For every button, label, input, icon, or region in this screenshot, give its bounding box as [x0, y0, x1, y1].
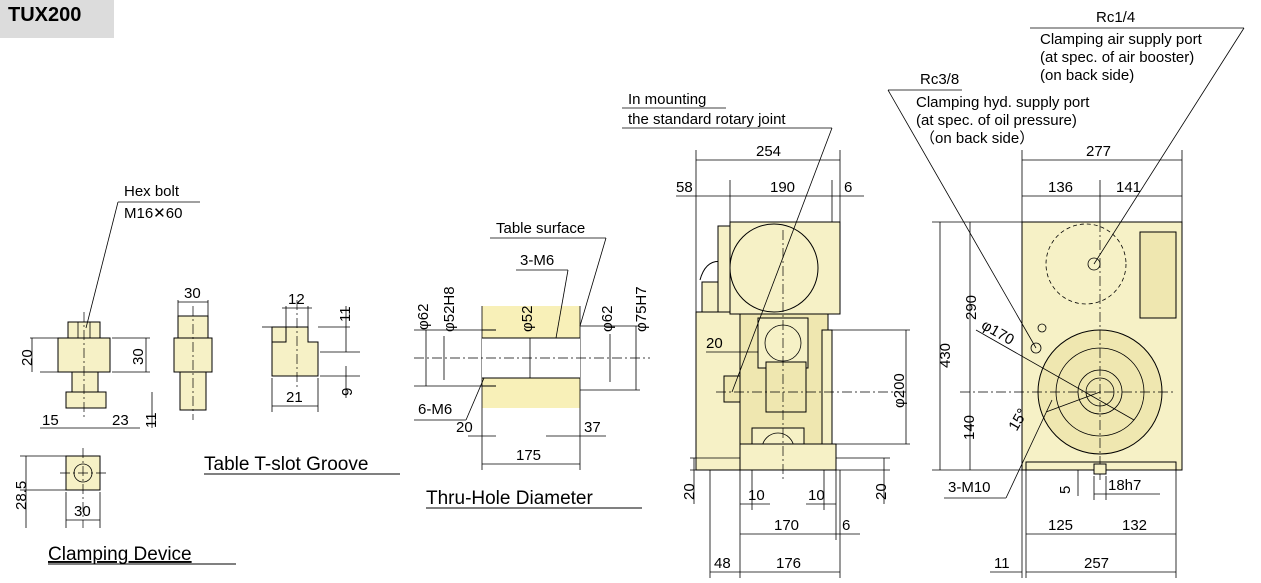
m10-label: 3-M10: [948, 479, 991, 496]
side-dim-20-bottom-left: 20: [681, 483, 698, 500]
front-dim-136: 136: [1048, 179, 1073, 196]
front-dim-257: 257: [1084, 555, 1109, 572]
rc14-label: Rc1/4: [1096, 9, 1135, 26]
hyd-label-3: （on back side）: [920, 130, 1034, 147]
clamp-dim-11: 11: [143, 412, 160, 428]
tslot-dim-9: 9: [339, 388, 356, 396]
side-dim-10-left: 10: [748, 487, 765, 504]
hex-bolt-label: Hex bolt: [124, 183, 180, 200]
side-view: 254 58 190 6 In mounting the standard ro…: [622, 91, 910, 578]
thru-hole-view: φ62 φ52H8 φ52 φ62 φ75H7 Table surface 3-…: [414, 220, 650, 509]
table-surface-label: Table surface: [496, 220, 585, 237]
clamping-device-view: 20 30 15 23 11 Hex bolt M16✕60 30 28.5: [13, 183, 236, 565]
front-dim-140: 140: [961, 415, 978, 440]
thru-dim-phi62-right: φ62: [599, 306, 616, 332]
m6-3-label: 3-M6: [520, 252, 554, 269]
clamp-dim-30-top: 30: [74, 503, 91, 520]
side-dim-176: 176: [776, 555, 801, 572]
air-label-3: (on back side): [1040, 67, 1134, 84]
front-view: 277 136 141 430 290 140 φ170 15° Rc3/8 C…: [887, 9, 1245, 578]
thru-dim-phi52h8: φ52H8: [441, 286, 458, 332]
front-dim-18h7: 18h7: [1108, 477, 1141, 494]
side-dim-48: 48: [714, 555, 731, 572]
front-dim-125: 125: [1048, 517, 1073, 534]
tslot-dim-21: 21: [286, 389, 303, 406]
thru-dim-phi52: φ52: [519, 306, 536, 332]
thru-hole-caption: Thru-Hole Diameter: [426, 488, 593, 509]
front-dim-132: 132: [1122, 517, 1147, 534]
mount-label-1: In mounting: [628, 91, 706, 108]
side-dim-20-left: 20: [706, 335, 723, 352]
front-dim-290: 290: [963, 295, 980, 320]
rc38-label: Rc3/8: [920, 71, 959, 88]
model-tab: TUX200: [0, 0, 114, 38]
front-dim-277: 277: [1086, 143, 1111, 160]
side-dim-58: 58: [676, 179, 693, 196]
thru-dim-175: 175: [516, 447, 541, 464]
air-label-1: Clamping air supply port: [1040, 31, 1203, 48]
side-dim-170: 170: [774, 517, 799, 534]
thru-dim-phi62-left: φ62: [415, 304, 432, 330]
front-dim-11: 11: [994, 555, 1010, 572]
air-label-2: (at spec. of air booster): [1040, 49, 1194, 66]
clamp-dim-15: 15: [42, 412, 59, 429]
side-dim-6-bottom: 6: [842, 517, 850, 534]
thru-dim-20: 20: [456, 419, 473, 436]
tslot-dim-11: 11: [337, 306, 354, 322]
side-dim-190: 190: [770, 179, 795, 196]
clamp-dim-30: 30: [130, 348, 147, 365]
clamp-dim-20: 20: [19, 349, 36, 366]
tslot-dim-12: 12: [288, 291, 305, 308]
hyd-label-2: (at spec. of oil pressure): [916, 112, 1077, 129]
m6-6-label: 6-M6: [418, 401, 452, 418]
clamp-dim-23: 23: [112, 412, 129, 429]
hyd-label-1: Clamping hyd. supply port: [916, 94, 1090, 111]
clamping-device-caption: Clamping Device: [48, 544, 192, 565]
side-dim-20-bottom-right: 20: [873, 483, 890, 500]
front-dim-5: 5: [1057, 486, 1074, 494]
side-dim-6-top: 6: [844, 179, 852, 196]
hex-bolt-size: M16✕60: [124, 205, 182, 222]
thru-dim-phi75h7: φ75H7: [633, 286, 650, 332]
tslot-caption: Table T-slot Groove: [204, 454, 368, 475]
side-dim-10-right: 10: [808, 487, 825, 504]
clamp-dim-28-5: 28.5: [13, 481, 30, 510]
side-dim-phi200: φ200: [891, 373, 908, 408]
front-dim-430: 430: [937, 343, 954, 368]
front-dim-phi170: φ170: [978, 317, 1017, 349]
front-dim-141: 141: [1116, 179, 1141, 196]
thru-dim-37: 37: [584, 419, 601, 436]
mount-label-2: the standard rotary joint: [628, 111, 786, 128]
model-name: TUX200: [8, 4, 82, 26]
clamp-side-dim-30: 30: [184, 285, 201, 302]
side-dim-254: 254: [756, 143, 781, 160]
tslot-view: 12 11 9 21 Table T-slot Groove: [204, 291, 400, 475]
